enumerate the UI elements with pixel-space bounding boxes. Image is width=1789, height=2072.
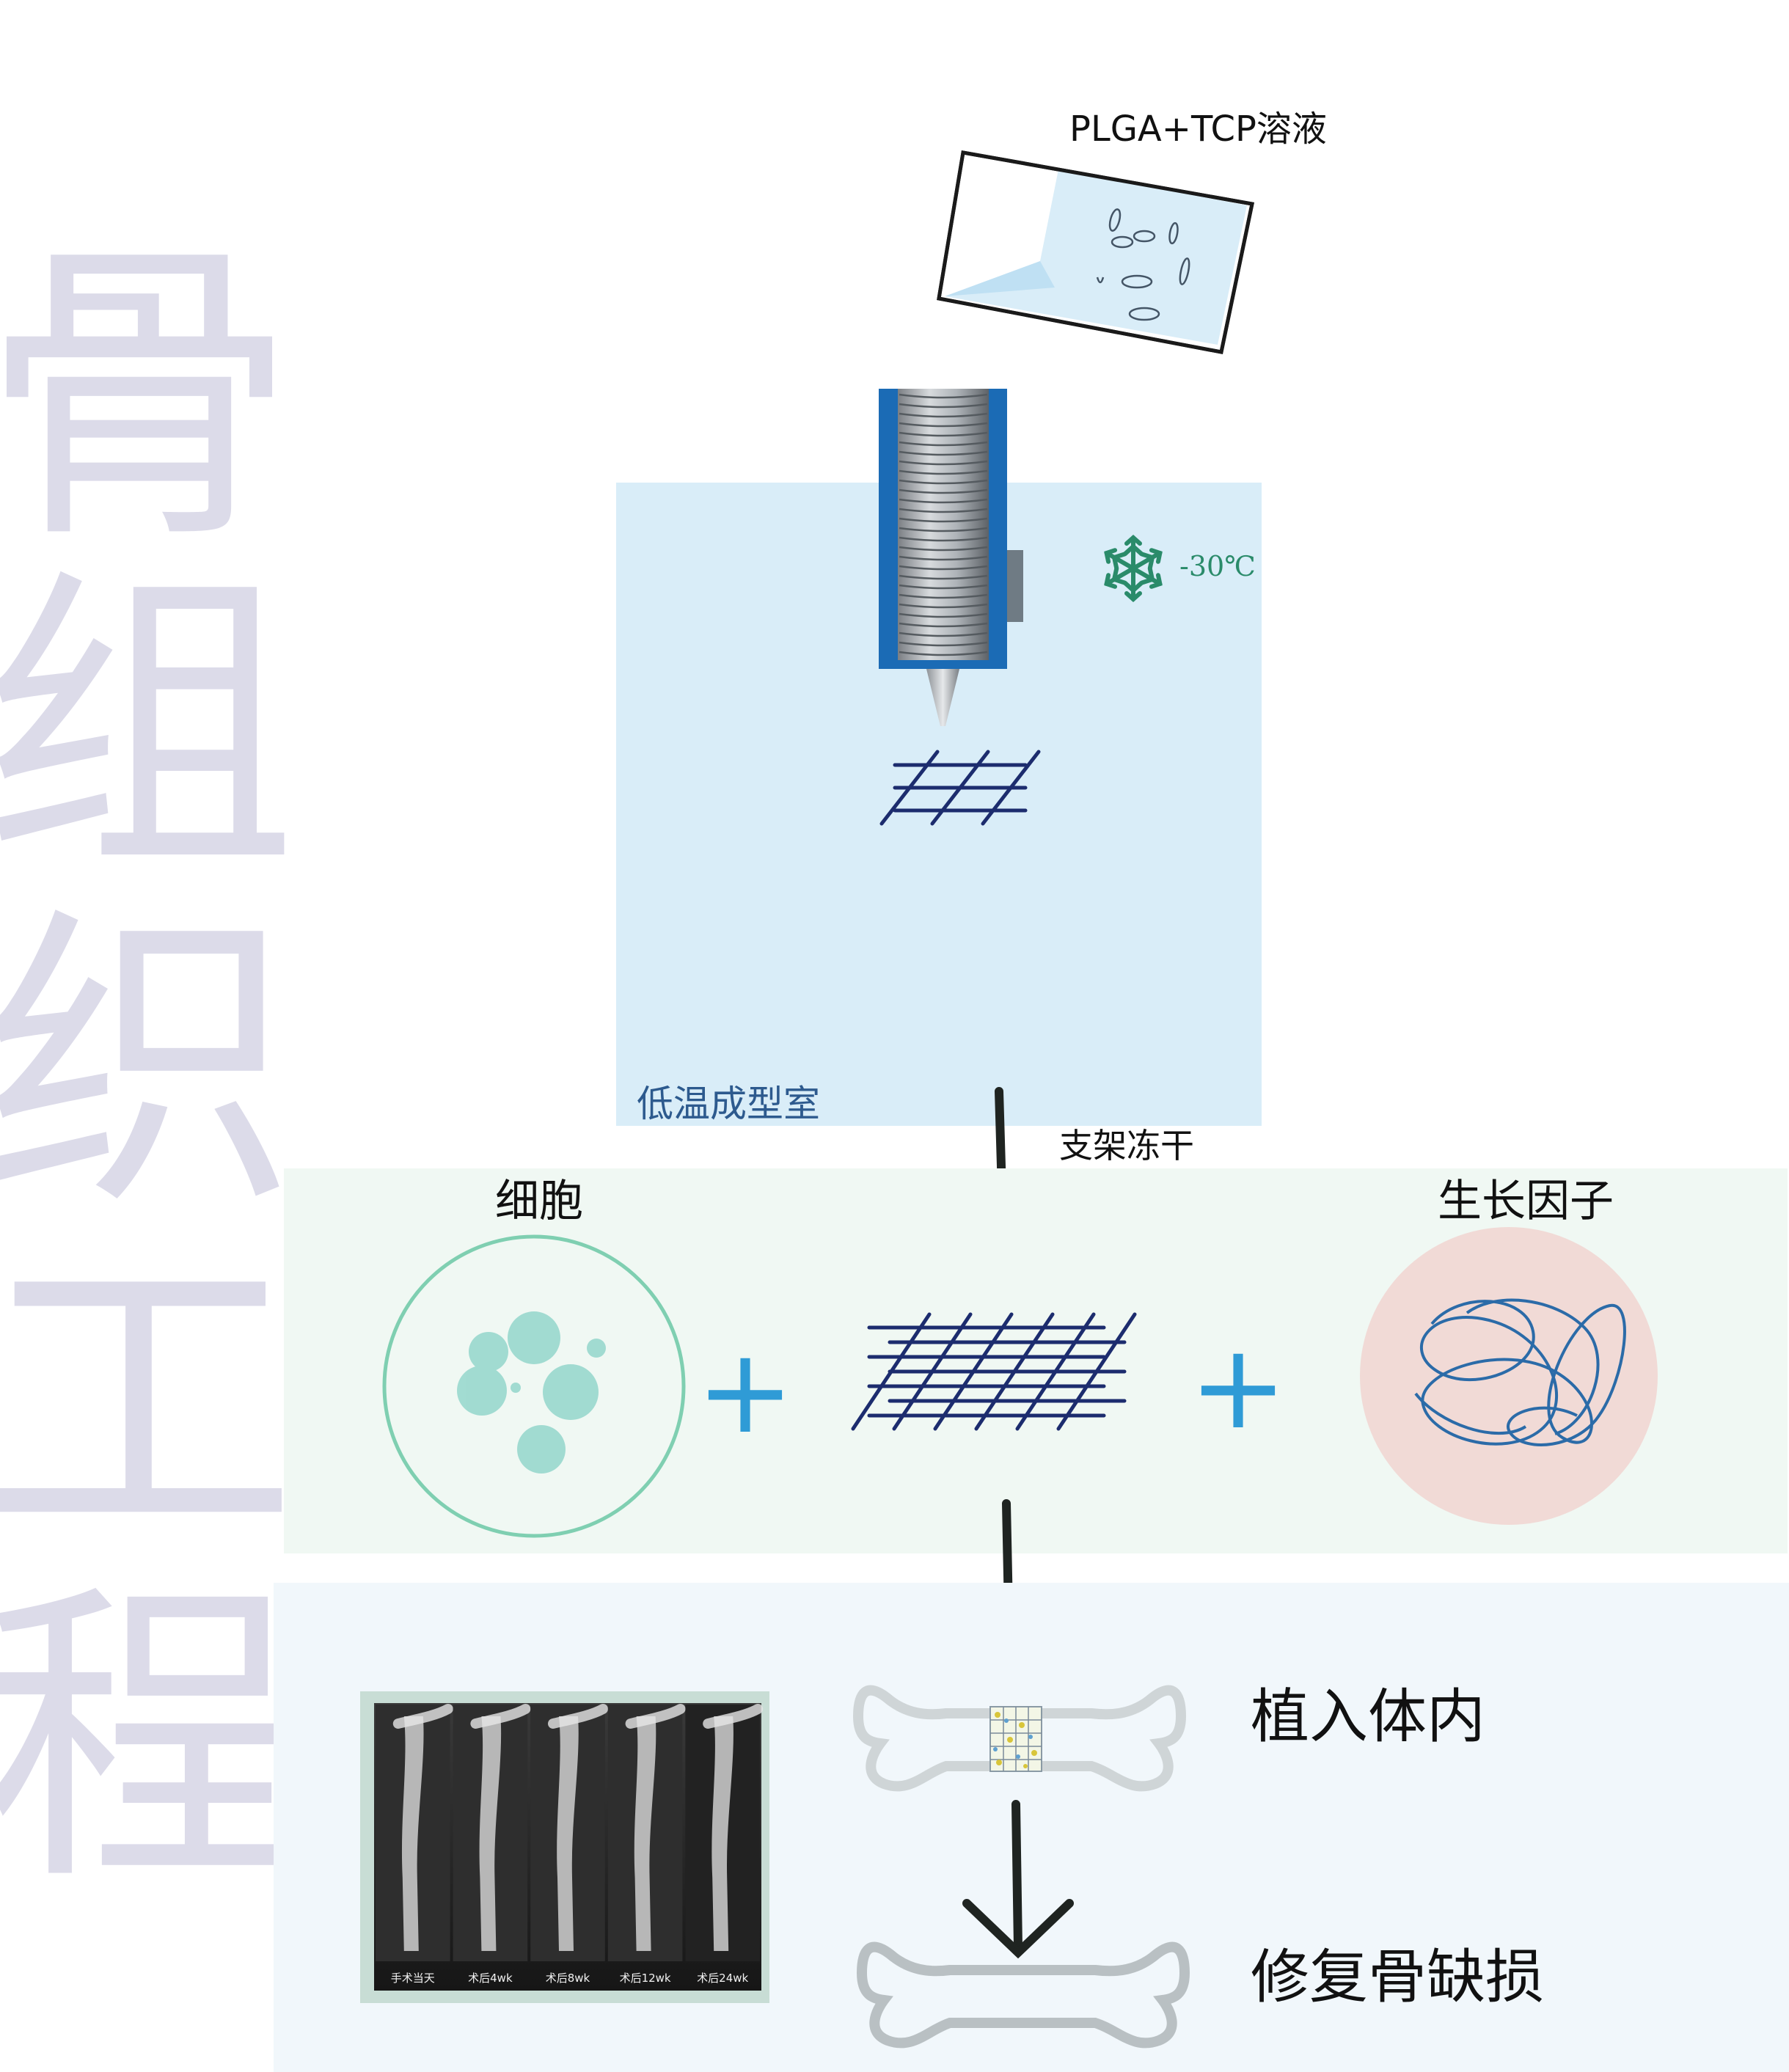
plus-sign: + xyxy=(1189,1318,1287,1455)
xray-joint xyxy=(392,1704,453,1729)
thread-line xyxy=(899,546,988,552)
side-title-char: 工 xyxy=(0,1219,297,1586)
side-title-char: 织 xyxy=(0,882,297,1248)
side-title-char: 程 xyxy=(0,1556,297,1923)
xray-frame: 术后8wk xyxy=(530,1704,608,1985)
plus-sign: + xyxy=(696,1322,794,1460)
nozzle-threads xyxy=(899,393,988,656)
xray-caption: 术后12wk xyxy=(620,1972,671,1985)
repair-label: 修复骨缺损 xyxy=(1251,1943,1544,2011)
thread-line xyxy=(899,584,988,590)
thread-line xyxy=(899,603,988,609)
nozzle-tip xyxy=(926,669,959,726)
thread-line xyxy=(899,488,988,494)
xray-bone xyxy=(711,1716,733,1951)
xray-caption: 术后24wk xyxy=(697,1972,748,1985)
thread-line xyxy=(899,612,988,618)
thread-line xyxy=(899,565,988,571)
xray-frame: 术后24wk xyxy=(685,1704,764,1985)
side-title-char: 组 xyxy=(0,544,297,911)
snowflake-arm xyxy=(1104,566,1135,589)
scaffold-strand xyxy=(933,1312,1014,1431)
thread-line xyxy=(899,517,988,523)
solution-label: PLGA+TCP溶液 xyxy=(1069,109,1327,150)
temperature-label: -30℃ xyxy=(1179,550,1256,582)
xray-joint xyxy=(703,1704,764,1729)
xray-frame: 术后12wk xyxy=(607,1704,686,1985)
scaffold-strand xyxy=(974,1312,1055,1431)
solution-container xyxy=(937,150,1254,354)
thread-line xyxy=(899,460,988,466)
thread-line xyxy=(899,555,988,561)
thread-line xyxy=(899,622,988,628)
thread-line xyxy=(899,508,988,513)
snowflake-arm xyxy=(1131,548,1163,571)
xray-joint xyxy=(548,1704,608,1729)
snowflake-arm xyxy=(1123,534,1144,571)
snowflake-icon xyxy=(1104,534,1163,603)
cell-blobs xyxy=(457,1311,606,1474)
thread-line xyxy=(899,469,988,475)
xray-bone xyxy=(634,1716,656,1951)
print-nozzle xyxy=(879,389,1023,726)
thread-line xyxy=(899,651,988,656)
xray-frame: 手术当天 xyxy=(376,1704,453,1985)
growth-factor-disc xyxy=(1360,1227,1658,1525)
solution-liquid xyxy=(945,169,1247,345)
scaffold-strand xyxy=(851,1312,932,1431)
scaffold-strand xyxy=(981,750,1041,826)
thread-line xyxy=(899,527,988,532)
thread-line xyxy=(899,593,988,599)
cells-dish xyxy=(382,1234,686,1538)
thread-line xyxy=(899,441,988,447)
thread-line xyxy=(899,393,988,399)
chamber-label: 低温成型室 xyxy=(637,1083,820,1125)
thread-line xyxy=(899,412,988,418)
xray-bone xyxy=(557,1716,579,1951)
xray-frame: 术后4wk xyxy=(453,1704,531,1985)
xray-joint xyxy=(470,1704,531,1729)
scaffold-strand xyxy=(930,750,990,826)
arrow-down-icon xyxy=(962,1800,1074,1959)
thread-line xyxy=(899,422,988,428)
side-title: 骨 组 织 工 程 xyxy=(0,214,297,1923)
thread-line xyxy=(899,431,988,437)
printed-scaffold-small xyxy=(879,750,1041,826)
scaffold-strand xyxy=(1015,1312,1096,1431)
solution-particles xyxy=(1096,208,1190,321)
scaffold-strand xyxy=(892,1312,973,1431)
bone-with-implant xyxy=(852,1685,1187,1792)
thread-line xyxy=(899,450,988,456)
cells-label: 细胞 xyxy=(495,1176,583,1227)
snowflake-arm xyxy=(1104,548,1135,571)
thread-line xyxy=(899,641,988,647)
side-title-char: 骨 xyxy=(0,214,297,581)
implant-label: 植入体内 xyxy=(1251,1683,1485,1751)
freeze-dry-label: 支架冻干 xyxy=(1059,1126,1194,1165)
snowflake-arm xyxy=(1131,566,1163,589)
xray-series: 手术当天 术后4wk 术后8wk 术后12wk 术后24wk xyxy=(376,1704,764,1985)
thread-line xyxy=(899,498,988,504)
thread-line xyxy=(899,536,988,542)
xray-bone xyxy=(401,1716,424,1951)
thread-line xyxy=(899,632,988,637)
growth-factor-label: 生长因子 xyxy=(1438,1176,1614,1227)
thread-line xyxy=(899,403,988,409)
scaffold-strand xyxy=(879,750,940,826)
xray-caption: 术后4wk xyxy=(468,1972,513,1985)
xray-panel: 手术当天 术后4wk 术后8wk 术后12wk 术后24wk xyxy=(360,1691,769,2003)
growth-factor-strand xyxy=(1414,1298,1626,1446)
xray-caption: 手术当天 xyxy=(391,1972,435,1985)
scaffold-strand xyxy=(1056,1312,1137,1431)
thread-line xyxy=(899,479,988,485)
xray-joint xyxy=(625,1704,686,1729)
repaired-bone xyxy=(856,1941,1190,2049)
snowflake-arm xyxy=(1123,566,1144,603)
xray-caption: 术后8wk xyxy=(546,1972,590,1985)
thread-line xyxy=(899,574,988,580)
scaffold-large xyxy=(851,1312,1137,1431)
xray-bone xyxy=(479,1716,502,1951)
